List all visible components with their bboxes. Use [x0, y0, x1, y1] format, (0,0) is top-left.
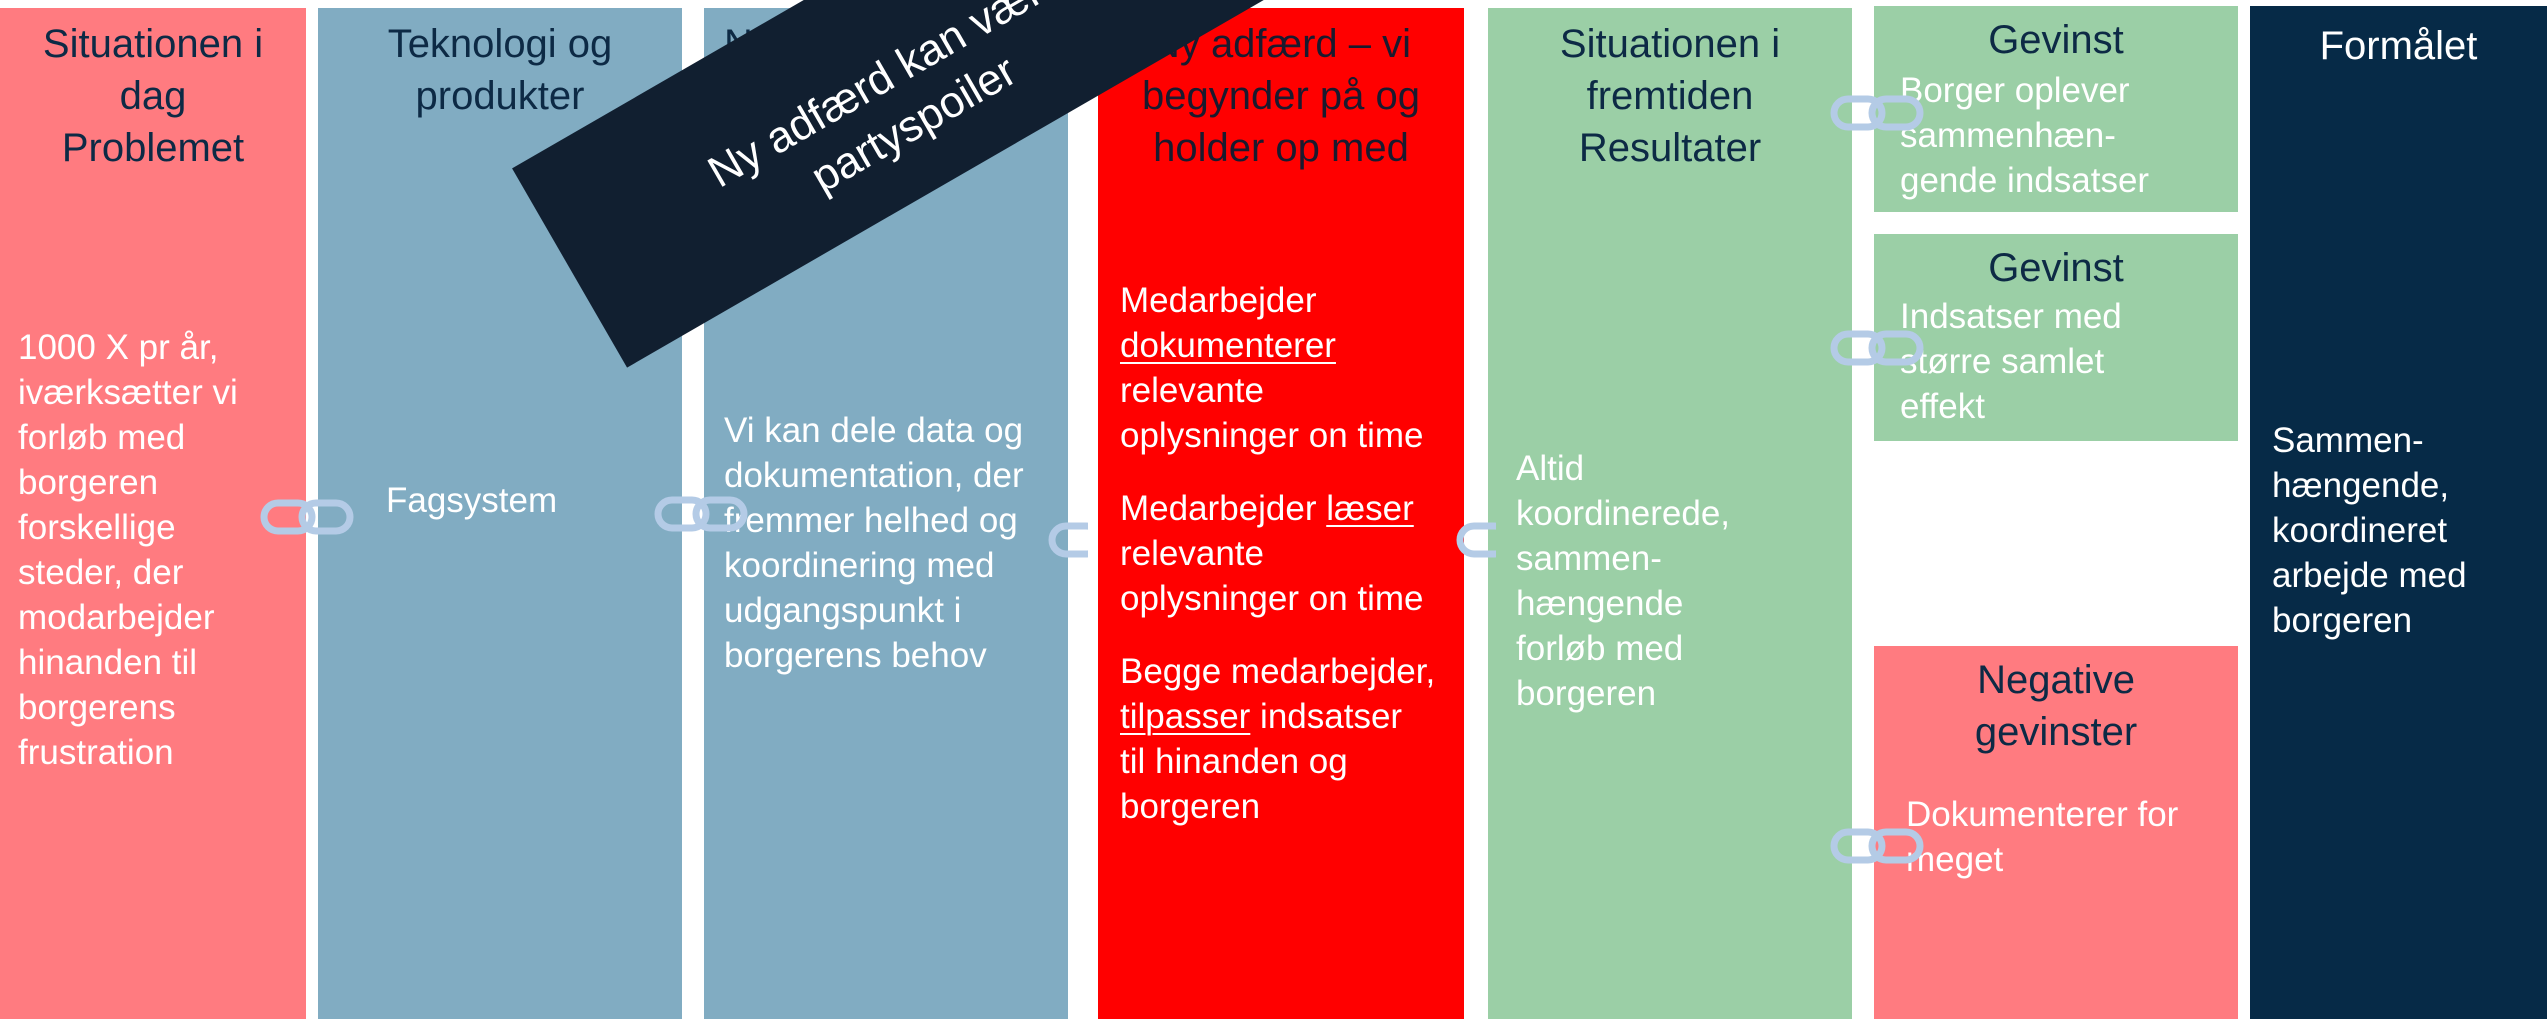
negative-gain-body: Dokumenterer for meget [1906, 792, 2178, 882]
future-column: Situationen i fremtiden Resultater Altid… [1488, 8, 1852, 1019]
new-behavior-title: Ny adfærd – vi begynder på og holder op … [1098, 18, 1464, 174]
behavior-verb-documents: dokumenterer [1120, 326, 1336, 365]
chain-link-icon [654, 496, 748, 532]
gain-box: Gevinst Indsatser med større samlet effe… [1874, 234, 2238, 441]
problem-title-line: Problemet [61, 126, 245, 170]
purpose-body-line: Sammen- [2272, 421, 2424, 460]
future-title-line: Resultater [1578, 126, 1762, 170]
new-possibility-body-line: Vi kan dele data og [724, 411, 1024, 450]
future-body-line: forløb med [1516, 629, 1684, 668]
behavior-verb-adapts: tilpasser [1120, 697, 1251, 736]
problem-title: Situationen i dag Problemet [0, 18, 306, 174]
behavior-verb-reads: læser [1326, 489, 1414, 528]
future-title-line: fremtiden [1586, 74, 1754, 118]
gain-body: Borger oplever sammenhæn- gende indsatse… [1900, 68, 2149, 203]
technology-body: Fagsystem [386, 481, 558, 520]
new-behavior-title-line: begynder på og [1141, 74, 1420, 118]
negative-gain-body-line: Dokumenterer for [1906, 795, 2179, 834]
gain-box: Gevinst Borger oplever sammenhæn- gende … [1874, 6, 2238, 212]
behavior-item1-line: relevante [1120, 371, 1264, 410]
technology-title: Teknologi og produkter [318, 18, 682, 122]
future-title-line: Situationen i [1559, 22, 1781, 66]
problem-title-line: dag [119, 74, 187, 118]
problem-body-line: forskellige [18, 508, 176, 547]
gain-title: Gevinst [1988, 246, 2124, 290]
problem-body: 1000 X pr år, iværksætter vi forløb med … [18, 325, 238, 775]
gain-body-line: sammenhæn- [1900, 116, 2116, 155]
behavior-item3-line: Begge medarbejder, [1120, 652, 1436, 691]
future-body-line: Altid [1516, 449, 1585, 488]
gain-body-line: Indsatser med [1900, 297, 2122, 336]
negative-gain-body-line: meget [1906, 840, 2004, 879]
behavior-item3-suffix: indsatser [1250, 697, 1403, 736]
behavior-item2-prefix: Medarbejder [1120, 489, 1327, 528]
problem-body-line: steder, der [18, 553, 184, 592]
purpose-body-line: koordineret [2272, 511, 2448, 550]
new-possibility-body-line: fremmer helhed og [724, 501, 1018, 540]
negative-gain-box: Negative gevinster Dokumenterer for mege… [1874, 646, 2238, 1019]
behavior-item1-line: Medarbejder [1120, 281, 1317, 320]
problem-body-line: borgerens [18, 688, 176, 727]
behavior-item2-line: relevante [1120, 534, 1264, 573]
problem-body-line: borgeren [18, 463, 159, 502]
new-behavior-title-line: holder op med [1153, 126, 1409, 170]
chain-link-icon [1830, 330, 1924, 366]
behavior-item3-line: borgeren [1120, 787, 1261, 826]
chain-link-icon [1830, 828, 1924, 864]
gain-body-line: effekt [1900, 387, 1985, 426]
gain-body-line: Borger oplever [1900, 71, 2130, 110]
chain-link-icon [260, 499, 354, 535]
gain-title: Gevinst [1988, 18, 2124, 62]
purpose-body: Sammen- hængende, koordineret arbejde me… [2272, 418, 2467, 643]
problem-body-line: modarbejder [18, 598, 215, 637]
future-body-line: sammen- [1516, 539, 1662, 578]
new-behavior-body: Medarbejder dokumenterer relevante oplys… [1120, 278, 1435, 829]
problem-title-line: Situationen i [42, 22, 264, 66]
technology-title-line: Teknologi og [387, 22, 613, 66]
new-possibility-body-line: udgangspunkt i [724, 591, 962, 630]
new-possibility-body-line: borgerens behov [724, 636, 987, 675]
new-behavior-column: Ny adfærd – vi begynder på og holder op … [1098, 8, 1464, 1019]
problem-body-line: frustration [18, 733, 174, 772]
future-body-line: koordinerede, [1516, 494, 1731, 533]
future-body: Altid koordinerede, sammen- hængende for… [1516, 446, 1730, 716]
future-body-line: hængende [1516, 584, 1684, 623]
negative-gain-title-line: gevinster [1974, 710, 2138, 754]
purpose-body-line: hængende, [2272, 466, 2450, 505]
chain-link-icon [1830, 95, 1924, 131]
problem-body-line: hinanden til [18, 643, 198, 682]
future-body-line: borgeren [1516, 674, 1657, 713]
future-title: Situationen i fremtiden Resultater [1488, 18, 1852, 174]
gain-body-line: større samlet [1900, 342, 2105, 381]
new-possibility-body-line: dokumentation, der [724, 456, 1024, 495]
problem-column: Situationen i dag Problemet 1000 X pr år… [0, 8, 306, 1019]
behavior-item1-line: oplysninger on time [1120, 416, 1424, 455]
new-possibility-body-line: koordinering med [724, 546, 995, 585]
gain-body: Indsatser med større samlet effekt [1900, 294, 2122, 429]
gain-body-line: gende indsatser [1900, 161, 2150, 200]
purpose-body-line: arbejde med [2272, 556, 2467, 595]
technology-column: Teknologi og produkter Fagsystem [318, 8, 682, 1019]
purpose-column: Formålet Sammen- hængende, koordineret a… [2250, 6, 2547, 1019]
new-possibility-body: Vi kan dele data og dokumentation, der f… [724, 408, 1024, 678]
problem-body-line: 1000 X pr år, [18, 328, 219, 367]
purpose-body-line: borgeren [2272, 601, 2413, 640]
behavior-item2-line: oplysninger on time [1120, 579, 1424, 618]
behavior-item3-line: til hinanden og [1120, 742, 1348, 781]
problem-body-line: forløb med [18, 418, 186, 457]
problem-body-line: iværksætter vi [18, 373, 238, 412]
purpose-title: Formålet [2319, 24, 2478, 68]
negative-gain-title-line: Negative [1977, 658, 2135, 702]
technology-title-line: produkter [415, 74, 585, 118]
chain-link-icon [1456, 522, 1496, 558]
negative-gain-title: Negative gevinster [1874, 654, 2238, 758]
chain-link-icon [1048, 522, 1088, 558]
